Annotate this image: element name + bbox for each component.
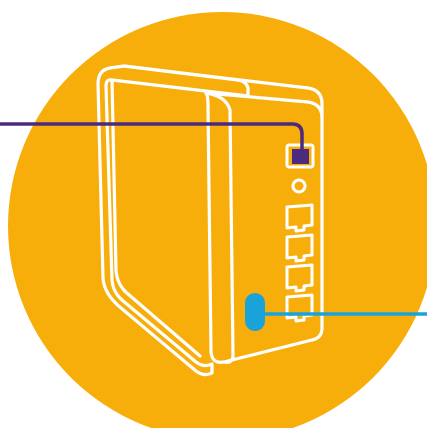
reset-button-icon bbox=[291, 178, 307, 194]
router-back-panel bbox=[204, 91, 324, 364]
wan-port bbox=[285, 143, 315, 169]
wan-port-frame bbox=[285, 143, 315, 169]
router-device bbox=[96, 64, 324, 377]
wan-plug bbox=[292, 149, 309, 164]
router-edge-curve bbox=[204, 91, 235, 364]
lan-ports bbox=[285, 203, 314, 323]
background-circle bbox=[8, 12, 427, 428]
lan-port-2 bbox=[285, 233, 314, 263]
power-button-icon bbox=[245, 293, 265, 331]
lan-port-1 bbox=[285, 203, 314, 233]
lan-port-3 bbox=[285, 263, 314, 293]
router-top-edge bbox=[122, 64, 324, 120]
wan-cable bbox=[0, 122, 304, 152]
router-side-highlight bbox=[110, 78, 202, 358]
lan-port-4 bbox=[285, 293, 314, 323]
